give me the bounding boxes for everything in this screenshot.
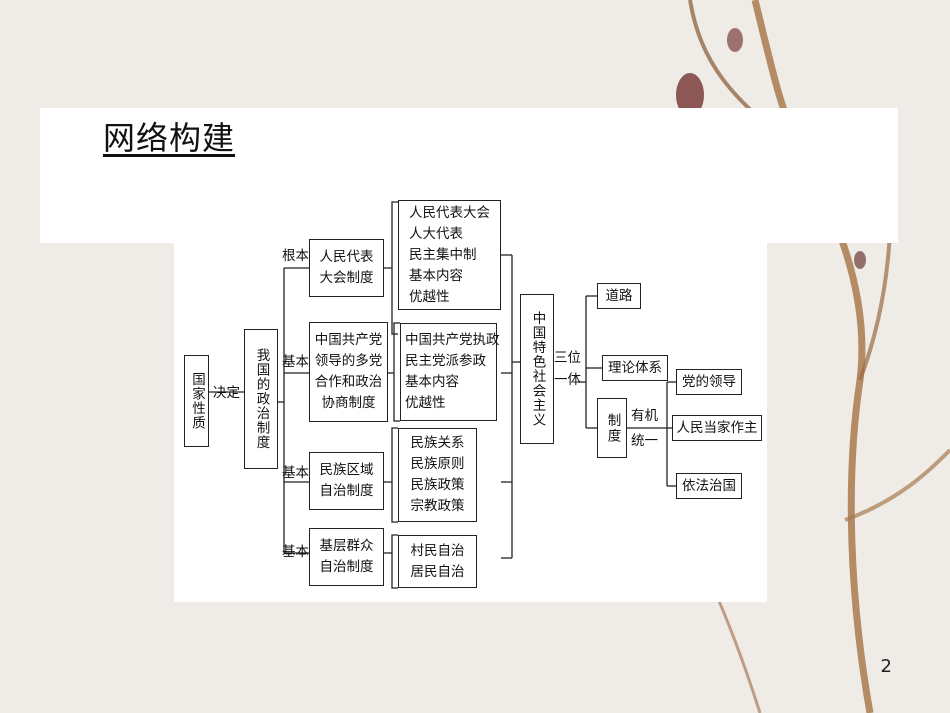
details-grassroots-item: 村民自治 xyxy=(410,542,465,559)
theory-label: 理论体系 xyxy=(608,359,662,376)
party-leadership-box: 党的领导 xyxy=(676,369,742,395)
system-ethnic-line-1: 民族区域 xyxy=(319,462,374,478)
system-grassroots-line-1: 基层群众 xyxy=(319,538,374,554)
system-multiparty-line-2: 领导的多党 xyxy=(314,353,383,369)
system-npc-line-1: 人民代表 xyxy=(319,249,374,265)
system-box-npc: 人民代表 大会制度 xyxy=(309,239,384,297)
system-multiparty-line-4: 协商制度 xyxy=(321,395,376,411)
path-label: 道路 xyxy=(605,287,633,304)
party-leadership-label: 党的领导 xyxy=(682,373,736,390)
details-multiparty-item: 优越性 xyxy=(405,395,446,411)
system-box-multiparty: 中国共产党 领导的多党 合作和政治 协商制度 xyxy=(309,322,388,422)
trinity-label-1: 三位 xyxy=(554,350,581,366)
trinity-label-2: 一体 xyxy=(554,372,581,388)
relation-label-basic-1: 基本 xyxy=(282,354,309,370)
slide-title: 网络构建 xyxy=(103,119,236,157)
theory-box: 理论体系 xyxy=(602,355,668,381)
rule-of-law-box: 依法治国 xyxy=(676,473,742,499)
details-box-multiparty: 中国共产党执政 民主党派参政 基本内容 优越性 xyxy=(400,323,500,421)
details-ethnic-item: 宗教政策 xyxy=(410,498,465,514)
rule-of-law-label: 依法治国 xyxy=(682,477,736,494)
national-nature-label: 国家性质 xyxy=(189,372,205,430)
concept-diagram: 国家性质 决定 我国的政治制度 根本 基本 基本 基本 人民代表 大会制度 中国… xyxy=(174,192,767,602)
details-npc-item: 民主集中制 xyxy=(409,246,477,263)
details-multiparty-item: 中国共产党执政 xyxy=(405,332,500,348)
socialism-label: 中国特色社会主义 xyxy=(529,311,546,427)
page-number: 2 xyxy=(880,656,892,677)
system-ethnic-line-2: 自治制度 xyxy=(319,483,374,499)
details-npc-item: 优越性 xyxy=(409,288,450,305)
details-multiparty-item: 基本内容 xyxy=(405,374,459,390)
details-box-grassroots: 村民自治 居民自治 xyxy=(398,535,477,588)
political-system-label: 我国的政治制度 xyxy=(253,348,270,450)
system-npc-line-2: 大会制度 xyxy=(319,270,374,286)
details-ethnic-item: 民族关系 xyxy=(410,435,465,451)
path-box: 道路 xyxy=(597,283,641,309)
system-box-ethnic-autonomy: 民族区域 自治制度 xyxy=(309,452,384,510)
people-masters-label: 人民当家作主 xyxy=(676,419,758,436)
system-multiparty-line-1: 中国共产党 xyxy=(314,332,383,348)
details-ethnic-item: 民族原则 xyxy=(410,456,465,472)
decides-label: 决定 xyxy=(213,385,240,401)
system-multiparty-line-3: 合作和政治 xyxy=(314,374,383,390)
details-box-ethnic: 民族关系 民族原则 民族政策 宗教政策 xyxy=(398,428,477,522)
socialism-box: 中国特色社会主义 xyxy=(520,294,554,444)
connector-lines xyxy=(209,201,676,589)
people-masters-box: 人民当家作主 xyxy=(672,415,762,441)
relation-label-basic-3: 基本 xyxy=(282,544,309,560)
institution-label: 制度 xyxy=(604,412,621,444)
political-system-box: 我国的政治制度 xyxy=(244,329,278,469)
organic-label-2: 统一 xyxy=(631,433,658,449)
details-npc-item: 人民代表大会 xyxy=(409,204,490,221)
details-npc-item: 人大代表 xyxy=(409,225,463,242)
details-grassroots-item: 居民自治 xyxy=(410,563,465,580)
details-npc-item: 基本内容 xyxy=(409,267,463,284)
system-grassroots-line-2: 自治制度 xyxy=(319,559,374,575)
relation-label-fundamental: 根本 xyxy=(282,248,309,264)
organic-label-1: 有机 xyxy=(631,408,658,424)
relation-label-basic-2: 基本 xyxy=(282,465,309,481)
details-box-npc: 人民代表大会 人大代表 民主集中制 基本内容 优越性 xyxy=(398,200,501,310)
system-box-grassroots: 基层群众 自治制度 xyxy=(309,528,384,586)
details-ethnic-item: 民族政策 xyxy=(410,477,465,493)
details-multiparty-item: 民主党派参政 xyxy=(405,353,486,369)
institution-box: 制度 xyxy=(597,398,627,458)
national-nature-box: 国家性质 xyxy=(184,355,209,447)
